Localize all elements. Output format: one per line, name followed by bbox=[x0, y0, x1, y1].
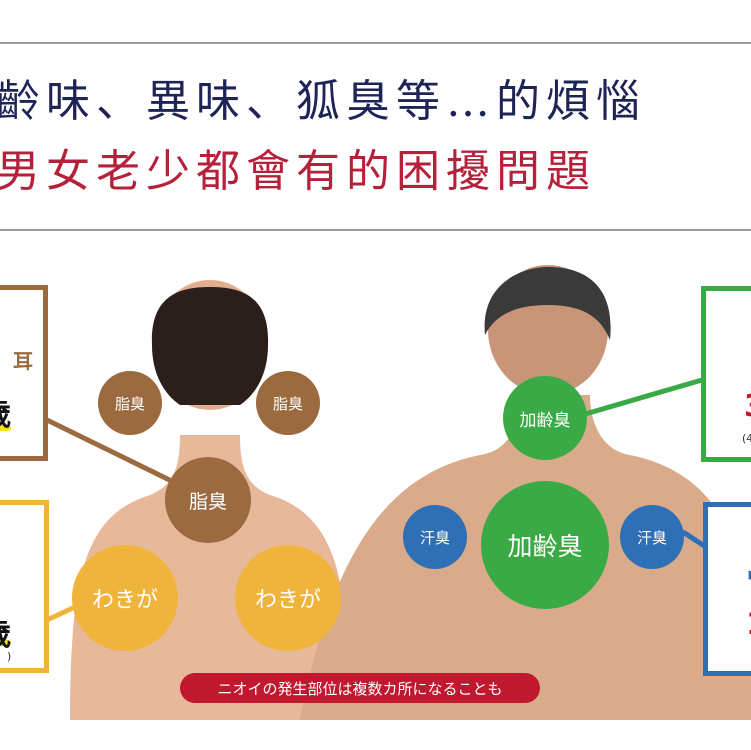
connector-yellow bbox=[45, 604, 77, 623]
odor-circle-sebum-neck-right: 脂臭 bbox=[256, 371, 320, 435]
highlight-mark bbox=[0, 425, 11, 431]
connector-green bbox=[574, 377, 703, 420]
box-value-partial: 3 bbox=[744, 389, 751, 424]
connector-blue bbox=[681, 529, 708, 550]
box-value-partial: 1 bbox=[746, 607, 751, 642]
odor-circle-sweat-right: 汗臭 bbox=[620, 505, 684, 569]
female-hair bbox=[151, 287, 269, 405]
info-box-sebum: 耳 歳 bbox=[0, 285, 48, 461]
odor-circle-wakiga-left: わきが bbox=[72, 545, 178, 651]
odor-circle-sweat-left: 汗臭 bbox=[403, 505, 467, 569]
headline-line-2: 男女老少都會有的困擾問題 bbox=[0, 146, 596, 197]
box-value-partial: 歳 bbox=[0, 610, 11, 654]
box-label-partial: 耳 bbox=[13, 349, 33, 373]
box-label-partial: ワ bbox=[746, 562, 751, 594]
caption-banner: ニオイの発生部位は複数カ所になることも bbox=[180, 673, 540, 703]
bottom-rule bbox=[0, 229, 751, 231]
box-note-partial: ) bbox=[7, 650, 12, 663]
odor-circle-aging-center: 加齢臭 bbox=[481, 481, 609, 609]
headline-line-1: 齡味、異味、狐臭等…的煩惱 bbox=[0, 76, 646, 127]
info-box-wakiga: 歳 ) bbox=[0, 500, 49, 673]
highlight-mark bbox=[0, 640, 11, 646]
info-box-aging: 3 (40 bbox=[701, 286, 751, 462]
male-hair bbox=[484, 267, 611, 340]
odor-circle-sebum-back: 脂臭 bbox=[165, 457, 251, 543]
box-value-partial: 歳 bbox=[0, 390, 11, 434]
odor-circle-wakiga-right: わきが bbox=[235, 545, 341, 651]
connector-brown bbox=[45, 417, 192, 493]
box-note-partial: (40 bbox=[742, 432, 751, 445]
top-rule bbox=[0, 42, 751, 44]
odor-circle-aging-neck: 加齢臭 bbox=[503, 376, 587, 460]
odor-circle-sebum-neck-left: 脂臭 bbox=[98, 371, 162, 435]
info-box-sweat: ワ 1 bbox=[703, 502, 751, 676]
